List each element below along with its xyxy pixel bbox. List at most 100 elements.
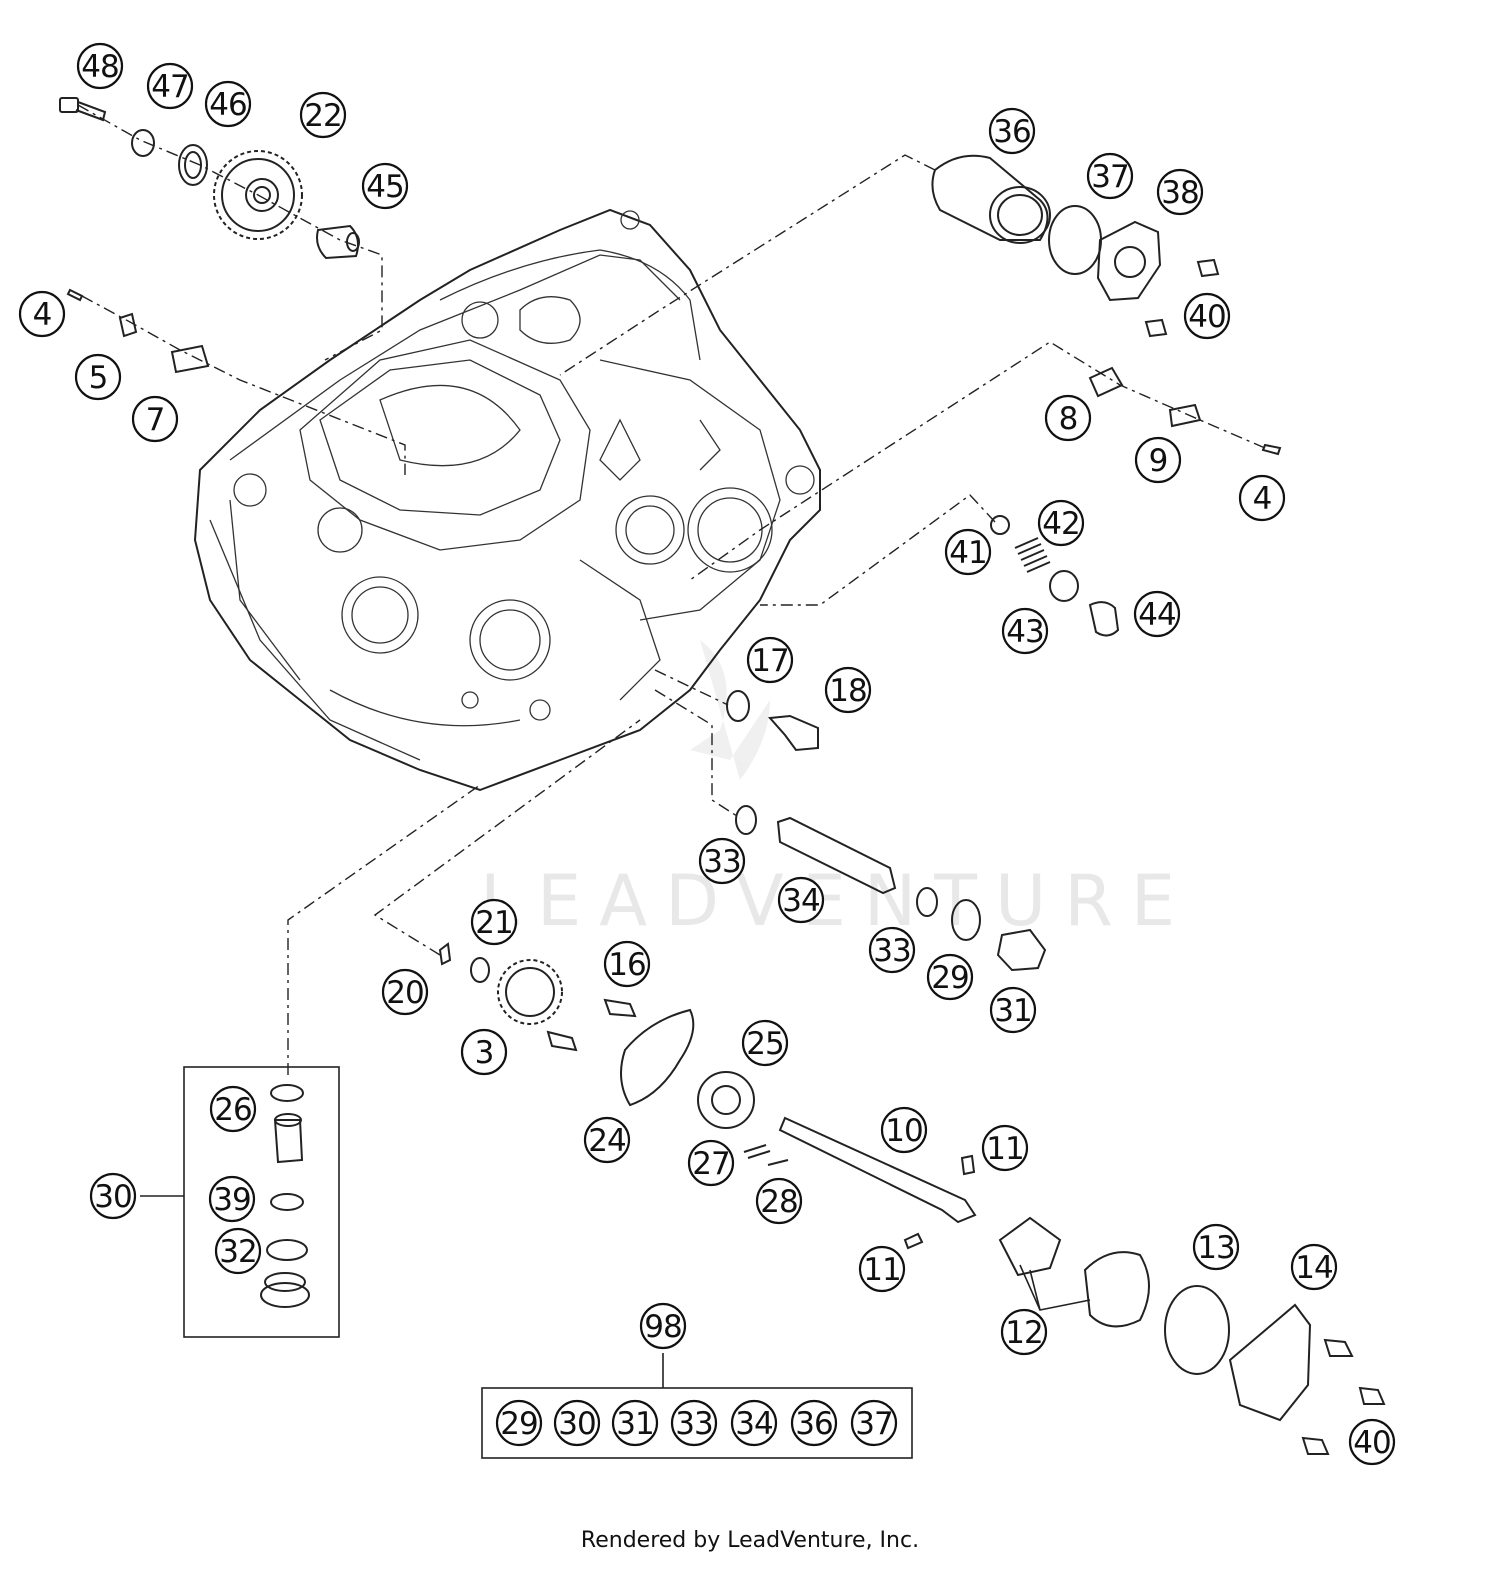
callout-44: 44 xyxy=(1133,590,1181,638)
kit-item-33: 33 xyxy=(670,1399,718,1447)
callout-number: 18 xyxy=(829,673,866,709)
callout-4: 4 xyxy=(18,290,66,338)
kit-98-box xyxy=(481,1387,913,1459)
callout-number: 4 xyxy=(33,297,52,333)
kit-item-number: 30 xyxy=(558,1406,595,1442)
callout-29: 29 xyxy=(926,953,974,1001)
callout-number: 3 xyxy=(475,1035,494,1071)
kit-item-34: 34 xyxy=(730,1399,778,1447)
bypass-valve-kit xyxy=(140,1066,340,1338)
callout-number: 11 xyxy=(863,1252,900,1288)
callout-number: 10 xyxy=(885,1113,922,1149)
callout-number: 33 xyxy=(703,844,740,880)
callout-number: 4 xyxy=(1253,481,1272,517)
callout-33: 33 xyxy=(868,926,916,974)
callout-number: 37 xyxy=(1091,159,1128,195)
callout-number: 33 xyxy=(873,933,910,969)
callout-number: 31 xyxy=(994,993,1031,1029)
watermark-text: LEADVENTURE xyxy=(480,860,1193,942)
idler-gear-assembly xyxy=(59,97,383,361)
callout-number: 47 xyxy=(151,69,188,105)
kit-98-group xyxy=(481,1353,913,1459)
kit-item-number: 36 xyxy=(795,1406,832,1442)
callout-11: 11 xyxy=(858,1245,906,1293)
callout-number: 7 xyxy=(146,402,165,438)
callout-43: 43 xyxy=(1001,607,1049,655)
kit-item-number: 34 xyxy=(735,1406,772,1442)
callout-46: 46 xyxy=(204,80,252,128)
kit-30-box xyxy=(183,1066,340,1338)
callout-17: 17 xyxy=(746,636,794,684)
callout-number: 39 xyxy=(213,1182,250,1218)
callout-16: 16 xyxy=(603,940,651,988)
callout-number: 29 xyxy=(931,960,968,996)
footer-credit: Rendered by LeadVenture, Inc. xyxy=(580,1528,920,1553)
callout-4: 4 xyxy=(1238,474,1286,522)
kit-item-number: 37 xyxy=(855,1406,892,1442)
callout-number: 21 xyxy=(475,905,512,941)
callout-14: 14 xyxy=(1290,1243,1338,1291)
oil-pump-gear-parts xyxy=(287,719,1386,1455)
callout-33: 33 xyxy=(698,837,746,885)
oil-filter-parts xyxy=(559,154,1220,376)
callout-18: 18 xyxy=(824,666,872,714)
callout-45: 45 xyxy=(361,162,409,210)
callout-number: 8 xyxy=(1059,401,1078,437)
callout-13: 13 xyxy=(1192,1223,1240,1271)
callout-20: 20 xyxy=(381,968,429,1016)
engine-crankcase xyxy=(193,208,821,792)
callout-number: 32 xyxy=(219,1234,256,1270)
callout-number: 38 xyxy=(1161,175,1198,211)
kit-98-labels: 29 30 31 33 34 36 37 xyxy=(495,1399,898,1447)
callout-7: 7 xyxy=(131,395,179,443)
callout-number: 44 xyxy=(1138,597,1175,633)
kit-item-29: 29 xyxy=(495,1399,543,1447)
kit-item-30: 30 xyxy=(553,1399,601,1447)
callout-8: 8 xyxy=(1044,394,1092,442)
callout-26: 26 xyxy=(209,1085,257,1133)
callout-3: 3 xyxy=(460,1028,508,1076)
callout-22: 22 xyxy=(299,91,347,139)
kit-item-37: 37 xyxy=(850,1399,898,1447)
callout-number: 25 xyxy=(746,1026,783,1062)
callout-number: 5 xyxy=(89,360,108,396)
callout-30: 30 xyxy=(89,1172,137,1220)
kit-item-31: 31 xyxy=(611,1399,659,1447)
callout-number: 13 xyxy=(1197,1230,1234,1266)
callout-number: 45 xyxy=(366,169,403,205)
callout-number: 26 xyxy=(214,1092,251,1128)
callout-5: 5 xyxy=(74,353,122,401)
callout-number: 30 xyxy=(94,1179,131,1215)
callout-number: 20 xyxy=(386,975,423,1011)
callout-24: 24 xyxy=(583,1116,631,1164)
callout-9: 9 xyxy=(1134,436,1182,484)
callout-28: 28 xyxy=(755,1177,803,1225)
callout-37: 37 xyxy=(1086,152,1134,200)
callout-31: 31 xyxy=(989,986,1037,1034)
callout-number: 16 xyxy=(608,947,645,983)
callout-42: 42 xyxy=(1037,499,1085,547)
oil-strainer-parts xyxy=(735,805,1047,972)
callout-number: 22 xyxy=(304,98,341,134)
callout-36: 36 xyxy=(988,107,1036,155)
callout-number: 40 xyxy=(1188,299,1225,335)
callout-number: 17 xyxy=(751,643,788,679)
kit-item-number: 33 xyxy=(675,1406,712,1442)
kit-item-number: 29 xyxy=(500,1406,537,1442)
callout-12: 12 xyxy=(1000,1308,1048,1356)
callout-25: 25 xyxy=(741,1019,789,1067)
callout-27: 27 xyxy=(687,1139,735,1187)
callout-number: 24 xyxy=(588,1123,625,1159)
callout-number: 9 xyxy=(1149,443,1168,479)
callout-number: 40 xyxy=(1353,1425,1390,1461)
callout-39: 39 xyxy=(208,1175,256,1223)
callout-34: 34 xyxy=(777,876,825,924)
callout-number: 42 xyxy=(1042,506,1079,542)
callout-38: 38 xyxy=(1156,168,1204,216)
callout-48: 48 xyxy=(76,42,124,90)
callout-number: 34 xyxy=(782,883,819,919)
callout-number: 48 xyxy=(81,49,118,85)
right-bracket-parts xyxy=(689,341,1282,581)
